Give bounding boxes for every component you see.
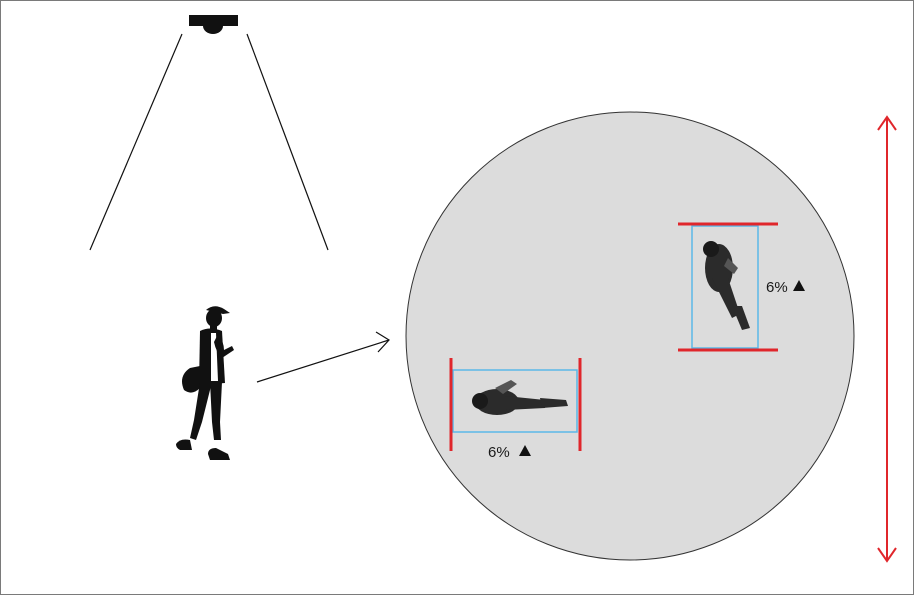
percent-text-right: 6% [766, 279, 788, 296]
percent-text-left: 6% [488, 444, 510, 461]
fisheye-view [406, 112, 854, 560]
